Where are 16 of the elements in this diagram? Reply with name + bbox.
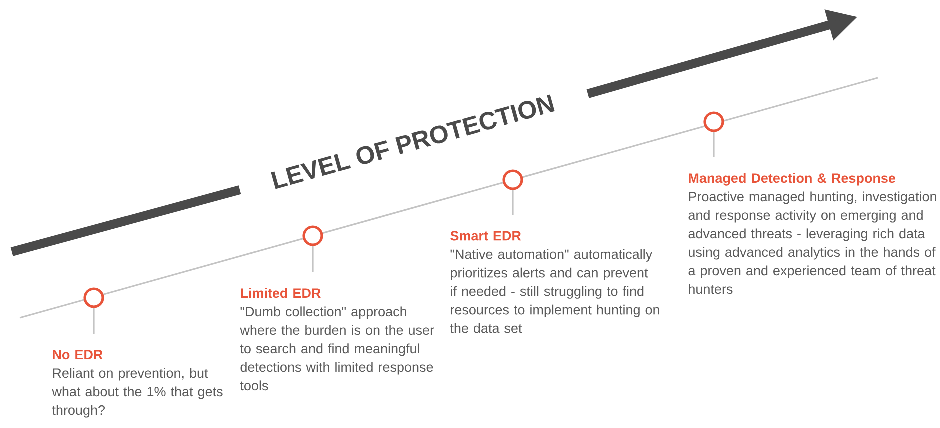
milestone-circle [704, 112, 724, 132]
leader-line [312, 246, 314, 272]
leader-line [713, 132, 715, 157]
stage-description: "Dumb collection" approach where the burden is on the user to search and find meaningful detections with limited response tools [240, 306, 434, 391]
stage-description: Reliant on prevention, but what about the 1% that gets through? [52, 368, 223, 418]
leader-line [512, 190, 514, 215]
stage-description: "Native automation" automatically prioritizes alerts and can prevent if needed - still struggling to find resources to implement hunting on the data set [450, 249, 660, 334]
stage-heading: Managed Detection & Response [689, 173, 896, 186]
milestone-circle [84, 288, 104, 308]
milestone-circle [302, 226, 324, 246]
leader-line [93, 308, 95, 334]
stage-description: Proactive managed hunting, investigation and response activity on emerging and advanced threats - leveraging rich data using advanced analytics in the hands of a proven and experienced team of threat hunters [688, 192, 936, 294]
stage-heading: No EDR [53, 350, 103, 360]
stage-heading: Limited EDR [241, 288, 321, 298]
milestone-circle [502, 170, 524, 190]
stage-heading: Smart EDR [450, 231, 522, 241]
